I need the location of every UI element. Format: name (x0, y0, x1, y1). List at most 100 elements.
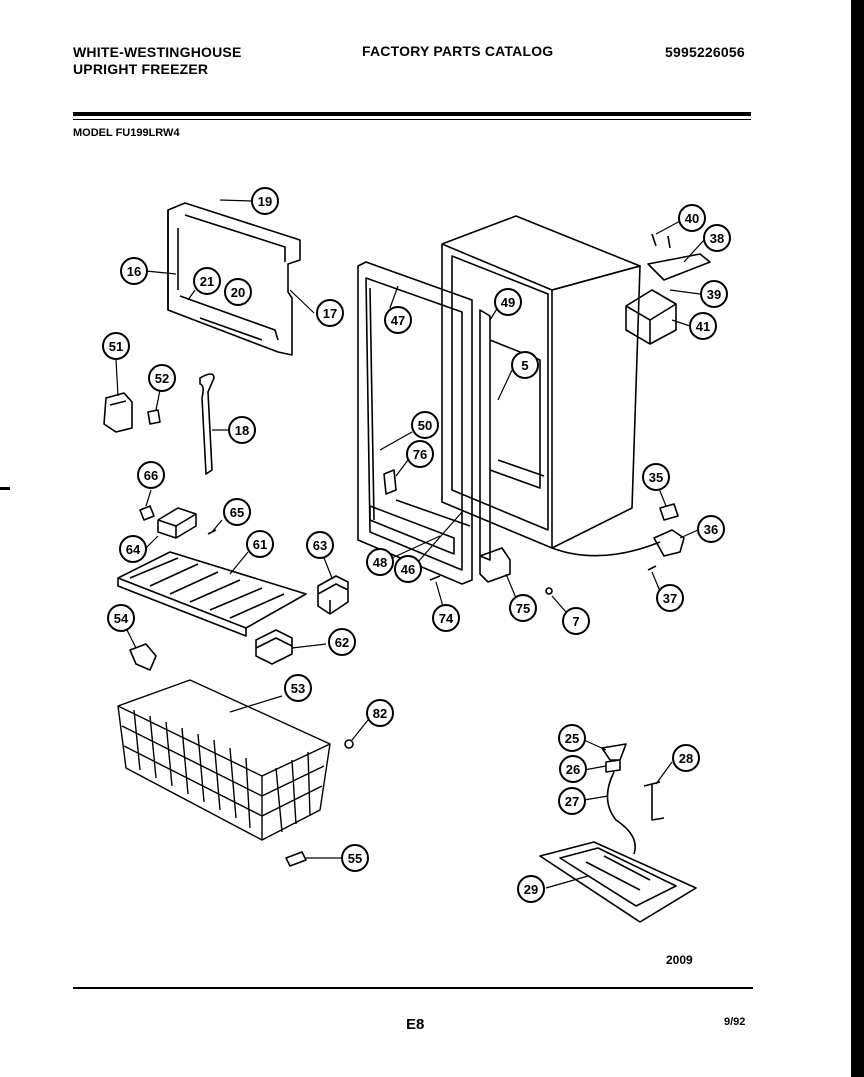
callout-53: 53 (284, 674, 312, 702)
callout-62: 62 (328, 628, 356, 656)
header-rule-thin (73, 119, 751, 120)
part-number: 5995226056 (665, 44, 745, 60)
part-64 (157, 507, 197, 539)
callout-50: 50 (411, 411, 439, 439)
part-door-gasket (357, 261, 473, 585)
part-75 (479, 547, 511, 583)
callout-label: 63 (313, 538, 327, 553)
callout-label: 38 (710, 231, 724, 246)
callout-label: 61 (253, 537, 267, 552)
callout-65: 65 (223, 498, 251, 526)
callout-label: 25 (565, 731, 579, 746)
callout-20: 20 (224, 278, 252, 306)
callout-circle (107, 604, 135, 632)
callout-circle (517, 875, 545, 903)
callout-label: 75 (516, 601, 530, 616)
callout-64: 64 (119, 535, 147, 563)
callout-circle (224, 278, 252, 306)
part-bottom-rail (369, 499, 471, 555)
part-63 (317, 575, 349, 615)
callout-49: 49 (494, 288, 522, 316)
callout-circle (306, 531, 334, 559)
callout-circle (246, 530, 274, 558)
catalog-title: FACTORY PARTS CATALOG (362, 43, 554, 59)
callout-circle (406, 440, 434, 468)
callout-39: 39 (700, 280, 728, 308)
part-62 (255, 629, 293, 665)
callout-label: 62 (335, 635, 349, 650)
drawing-number: 2009 (666, 953, 693, 967)
callout-circle (494, 288, 522, 316)
callout-circle (394, 555, 422, 583)
part-basket (117, 679, 331, 841)
callout-circle (703, 224, 731, 252)
callout-label: 19 (258, 194, 272, 209)
callout-19: 19 (251, 187, 279, 215)
callout-circle (558, 787, 586, 815)
callout-label: 76 (413, 447, 427, 462)
callout-48: 48 (366, 548, 394, 576)
callout-label: 50 (418, 418, 432, 433)
callout-37: 37 (656, 584, 684, 612)
callout-label: 20 (231, 285, 245, 300)
part-drain-assembly (601, 743, 636, 855)
part-drain-pan (539, 841, 697, 923)
callout-27: 27 (558, 787, 586, 815)
callout-75: 75 (509, 594, 537, 622)
callout-label: 48 (373, 555, 387, 570)
callout-26: 26 (559, 755, 587, 783)
callout-label: 41 (696, 319, 710, 334)
product-text: UPRIGHT FREEZER (73, 61, 209, 77)
callout-circle (642, 463, 670, 491)
callout-circle (700, 280, 728, 308)
callout-38: 38 (703, 224, 731, 252)
callout-28: 28 (672, 744, 700, 772)
brand-text: WHITE-WESTINGHOUSE (73, 44, 242, 60)
callout-label: 64 (126, 542, 141, 557)
callout-circle (559, 755, 587, 783)
callout-label: 52 (155, 371, 169, 386)
callout-circle (120, 257, 148, 285)
part-52 (147, 409, 161, 425)
part-cover-bracket (167, 202, 301, 356)
part-37 (647, 565, 657, 571)
callout-25: 25 (558, 724, 586, 752)
callout-label: 66 (144, 468, 158, 483)
callout-41: 41 (689, 312, 717, 340)
callout-label: 82 (373, 706, 387, 721)
callout-circle (656, 584, 684, 612)
callout-35: 35 (642, 463, 670, 491)
callout-circle (193, 267, 221, 295)
callout-74: 74 (432, 604, 460, 632)
callout-circle (223, 498, 251, 526)
callout-29: 29 (517, 875, 545, 903)
part-18 (199, 373, 215, 475)
callout-circle (697, 515, 725, 543)
callout-label: 51 (109, 339, 123, 354)
scan-mark-left (0, 487, 10, 490)
callout-label: 39 (707, 287, 721, 302)
header-rule-thick (73, 112, 751, 116)
callout-51: 51 (102, 332, 130, 360)
callout-circle (137, 461, 165, 489)
callout-label: 28 (679, 751, 693, 766)
callout-label: 16 (127, 264, 141, 279)
callout-55: 55 (341, 844, 369, 872)
part-35 (659, 503, 679, 521)
callout-label: 53 (291, 681, 305, 696)
callout-label: 18 (235, 423, 249, 438)
callout-label: 7 (572, 614, 579, 629)
callout-40: 40 (678, 204, 706, 232)
callout-circle (328, 628, 356, 656)
part-28 (643, 781, 665, 821)
callout-label: 35 (649, 470, 663, 485)
callout-label: 74 (439, 611, 454, 626)
callout-circle (411, 411, 439, 439)
callout-17: 17 (316, 299, 344, 327)
part-55 (285, 851, 307, 867)
print-date: 9/92 (724, 1016, 746, 1028)
callout-46: 46 (394, 555, 422, 583)
part-7 (545, 587, 553, 595)
